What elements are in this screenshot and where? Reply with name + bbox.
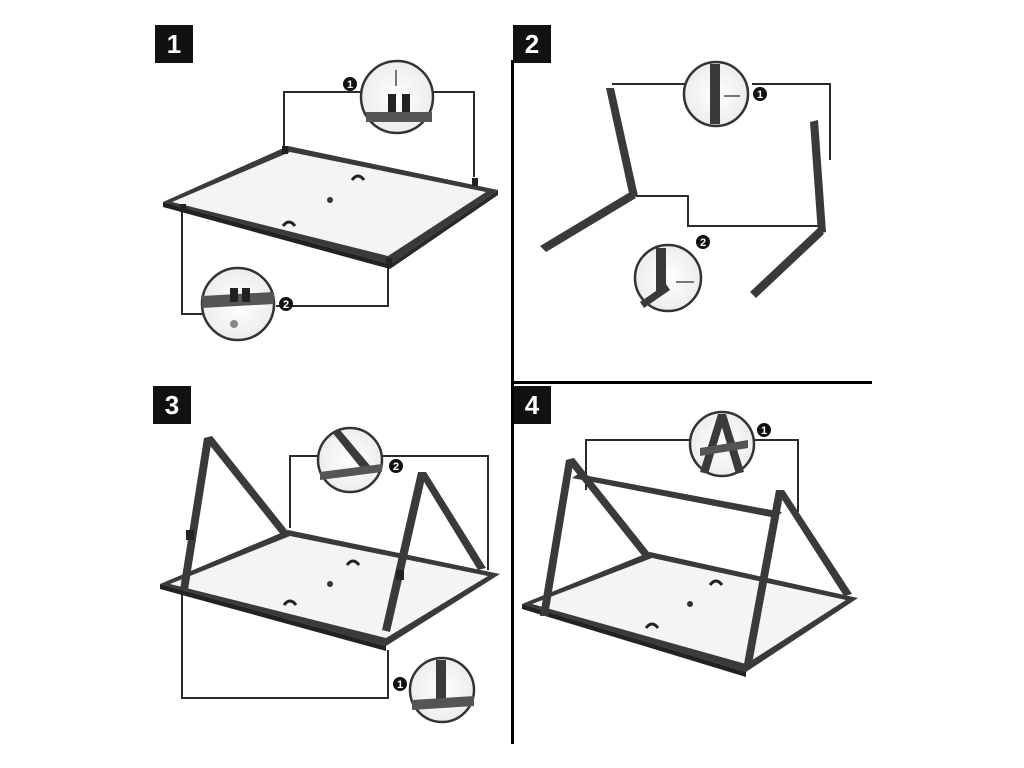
step-3-detail-lens-bottom bbox=[408, 656, 476, 724]
step-3-callout-2: 2 bbox=[389, 459, 403, 473]
svg-text:1: 1 bbox=[397, 679, 403, 691]
step-4-detail-lens bbox=[688, 410, 756, 478]
svg-text:2: 2 bbox=[393, 461, 399, 473]
step-3-solar-panel bbox=[160, 530, 500, 651]
step-1-illustration: 1 2 bbox=[163, 59, 498, 342]
svg-text:1: 1 bbox=[761, 425, 767, 437]
svg-text:1: 1 bbox=[347, 79, 353, 91]
step-2-illustration: 1 2 bbox=[540, 60, 831, 313]
step-3-detail-lens-top bbox=[316, 426, 384, 494]
step-1-badge: 1 bbox=[155, 25, 193, 63]
step-3-illustration: 2 1 bbox=[160, 426, 500, 724]
step-3-callout-1: 1 bbox=[393, 677, 407, 691]
svg-text:2: 2 bbox=[283, 299, 289, 311]
step-2-callout-1: 1 bbox=[753, 87, 767, 101]
step-4-stand-frame bbox=[540, 458, 852, 664]
step-1-leader-lines bbox=[181, 91, 475, 315]
step-3-leader-lines bbox=[181, 455, 489, 699]
step-4-illustration: 1 bbox=[522, 410, 858, 677]
step-2-badge: 2 bbox=[513, 25, 551, 63]
step-4-badge: 4 bbox=[513, 386, 551, 424]
step-2-detail-lens-1 bbox=[682, 60, 750, 128]
step-2-leader-lines bbox=[612, 83, 831, 227]
step-2-left-leg bbox=[540, 88, 638, 252]
step-3-stands bbox=[180, 436, 486, 632]
step-4-callout-1: 1 bbox=[757, 423, 771, 437]
step-2-detail-lens-2 bbox=[633, 243, 703, 313]
step-1-callout-1: 1 bbox=[343, 77, 357, 91]
step-1-callout-2: 2 bbox=[279, 297, 293, 311]
horizontal-divider bbox=[514, 381, 872, 384]
step-3-badge: 3 bbox=[153, 386, 191, 424]
svg-text:2: 2 bbox=[700, 237, 706, 249]
step-2-right-leg bbox=[750, 120, 826, 298]
step-4-solar-panel bbox=[522, 552, 858, 677]
step-1-detail-lens-2 bbox=[200, 266, 276, 342]
step-1-solar-panel bbox=[163, 146, 498, 269]
vertical-divider bbox=[511, 60, 514, 744]
svg-text:1: 1 bbox=[757, 89, 763, 101]
step-2-callout-2: 2 bbox=[696, 235, 710, 249]
step-1-detail-lens-1 bbox=[359, 59, 435, 135]
